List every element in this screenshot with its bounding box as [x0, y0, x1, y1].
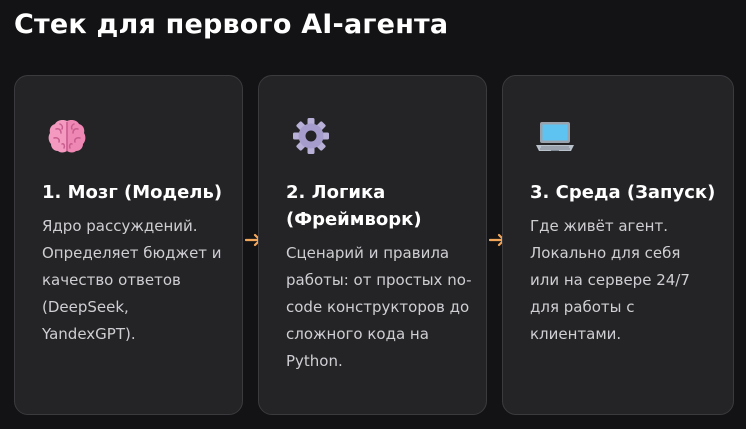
card-title: 1. Мозг (Модель)	[42, 182, 223, 203]
laptop-icon	[533, 114, 577, 158]
card-title: 3. Среда (Запуск)	[530, 182, 716, 203]
page-title: Стек для первого AI-агента	[14, 9, 449, 40]
card-brain-model: 1. Мозг (Модель) Ядро рассуждений. Опред…	[14, 75, 243, 415]
gear-icon	[289, 114, 333, 158]
card-title: 2. Логика (Фреймворк)	[286, 182, 422, 230]
card-description: Ядро рассуждений. Определяет бюджет и ка…	[42, 217, 222, 343]
brain-icon	[45, 114, 89, 158]
card-description: Где живёт агент. Локально для себя или н…	[530, 217, 690, 343]
card-environment-launch: 3. Среда (Запуск) Где живёт агент. Локал…	[502, 75, 734, 415]
card-logic-framework: 2. Логика (Фреймворк) Сценарий и правила…	[258, 75, 487, 415]
card-description: Сценарий и правила работы: от простых no…	[286, 244, 472, 370]
